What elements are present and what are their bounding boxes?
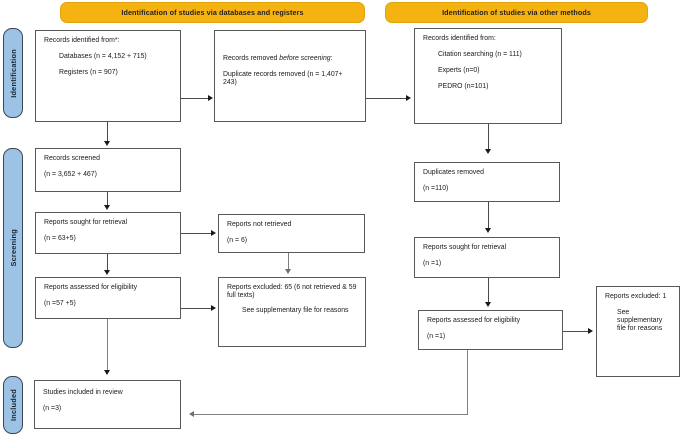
- reports-not-retrieved-title: Reports not retrieved: [227, 221, 292, 228]
- connector-assessed-right-down: [467, 350, 468, 415]
- arrowhead-sought-to-assessed: [103, 270, 110, 275]
- connector-duplicates-to-sought-right: [488, 202, 489, 229]
- records-screened-count: (n = 3,652 + 467): [44, 170, 97, 178]
- connector-identified-to-removed: [181, 98, 209, 99]
- connector-assessed-to-excluded: [181, 308, 212, 309]
- stage-pill-identification: Identification: [3, 28, 23, 118]
- arrowhead-assessed-to-excluded: [211, 304, 216, 311]
- box-reports-sought-right: Reports sought for retrieval (n =1): [414, 237, 560, 278]
- arrowhead-sought-to-not-retrieved: [211, 229, 216, 236]
- box-reports-excluded-right: Reports excluded: 1 See supplementary fi…: [596, 286, 680, 377]
- box-records-identified: Records identified from*: Databases (n =…: [35, 30, 181, 122]
- records-identified-other-citation: Citation searching (n = 111): [438, 50, 522, 58]
- connector-sought-to-assessed: [107, 254, 108, 270]
- connector-screened-to-sought: [107, 192, 108, 206]
- reports-sought-left-count: (n = 63+5): [44, 234, 76, 242]
- records-identified-other-pedro: PEDRO (n=101): [438, 82, 489, 90]
- box-reports-assessed-left: Reports assessed for eligibility (n =57 …: [35, 277, 181, 319]
- connector-removed-to-other-identified: [366, 98, 407, 99]
- reports-assessed-left-count: (n =57 +5): [44, 299, 76, 307]
- arrowhead-identified-to-screened: [103, 141, 110, 146]
- records-identified-registers: Registers (n = 907): [59, 68, 118, 76]
- arrowhead-identified-to-removed: [208, 94, 213, 101]
- reports-excluded-right-note: See supplementary file for reasons: [617, 308, 663, 332]
- arrowhead-removed-to-other-identified: [406, 94, 411, 101]
- arrowhead-assessed-to-included: [103, 370, 110, 375]
- reports-sought-left-title: Reports sought for retrieval: [44, 219, 128, 226]
- arrowhead-assessed-right-to-excluded-right: [588, 327, 593, 334]
- studies-included-count: (n =3): [43, 404, 62, 412]
- records-identified-title: Records identified from*:: [44, 37, 120, 44]
- reports-excluded-left-note: See supplementary file for reasons: [242, 306, 349, 314]
- arrowhead-duplicates-to-sought-right: [484, 228, 491, 233]
- reports-assessed-left-title: Reports assessed for eligibility: [44, 284, 138, 291]
- connector-assessed-right-to-excluded-right: [563, 331, 589, 332]
- box-reports-excluded-left: Reports excluded: 65 (6 not retrieved & …: [218, 277, 366, 347]
- box-reports-not-retrieved: Reports not retrieved (n = 6): [218, 214, 365, 253]
- reports-excluded-left-title: Reports excluded: 65 (6 not retrieved & …: [227, 284, 357, 299]
- stage-label-screening: Screening: [8, 229, 18, 267]
- records-removed-title: Records removed before screening:: [223, 55, 358, 63]
- arrowhead-sought-right-to-assessed-right: [484, 302, 491, 307]
- connector-sought-right-to-assessed-right: [488, 278, 489, 303]
- stage-label-identification: Identification: [8, 48, 18, 98]
- records-identified-other-experts: Experts (n=0): [438, 66, 480, 74]
- box-records-identified-other: Records identified from: Citation search…: [414, 28, 562, 124]
- records-identified-other-title: Records identified from:: [423, 35, 496, 42]
- stage-label-included: Included: [8, 389, 18, 421]
- reports-excluded-right-title: Reports excluded: 1: [605, 293, 667, 300]
- records-removed-title-italic: before screening: [279, 55, 331, 62]
- connector-identified-to-screened: [107, 122, 108, 142]
- stage-pill-screening: Screening: [3, 148, 23, 348]
- records-removed-title-suffix: :: [330, 55, 333, 62]
- records-removed-duplicates: Duplicate records removed (n = 1,407+ 24…: [223, 70, 343, 86]
- phase-header-databases-registers: Identification of studies via databases …: [60, 2, 365, 23]
- connector-sought-to-not-retrieved: [181, 233, 212, 234]
- duplicates-removed-count: (n =110): [423, 184, 449, 192]
- box-duplicates-removed: Duplicates removed (n =110): [414, 162, 560, 202]
- reports-not-retrieved-count: (n = 6): [227, 236, 248, 244]
- stage-pill-included: Included: [3, 376, 23, 434]
- phase-header-other-methods: Identification of studies via other meth…: [385, 2, 648, 23]
- connector-assessed-to-included: [107, 319, 108, 371]
- box-reports-assessed-right: Reports assessed for eligibility (n =1): [418, 310, 563, 350]
- connector-assessed-right-to-included: [194, 414, 468, 415]
- connector-not-retrieved-to-excluded: [288, 253, 289, 270]
- box-records-screened: Records screened (n = 3,652 + 467): [35, 148, 181, 192]
- reports-assessed-right-count: (n =1): [427, 332, 446, 340]
- connector-other-to-duplicates: [488, 124, 489, 150]
- arrowhead-screened-to-sought: [103, 205, 110, 210]
- studies-included-title: Studies included in review: [43, 389, 123, 396]
- arrowhead-not-retrieved-to-excluded: [284, 269, 291, 274]
- box-reports-sought-left: Reports sought for retrieval (n = 63+5): [35, 212, 181, 254]
- records-identified-databases: Databases (n = 4,152 + 715): [59, 52, 147, 60]
- reports-assessed-right-title: Reports assessed for eligibility: [427, 317, 521, 324]
- duplicates-removed-title: Duplicates removed: [423, 169, 484, 176]
- records-screened-title: Records screened: [44, 155, 100, 162]
- arrowhead-right-to-included: [189, 410, 194, 417]
- box-records-removed: Records removed before screening: Duplic…: [214, 30, 366, 122]
- box-studies-included: Studies included in review (n =3): [34, 380, 181, 429]
- arrowhead-other-to-duplicates: [484, 149, 491, 154]
- reports-sought-right-count: (n =1): [423, 259, 442, 267]
- reports-sought-right-title: Reports sought for retrieval: [423, 244, 507, 251]
- records-removed-title-prefix: Records removed: [223, 55, 280, 62]
